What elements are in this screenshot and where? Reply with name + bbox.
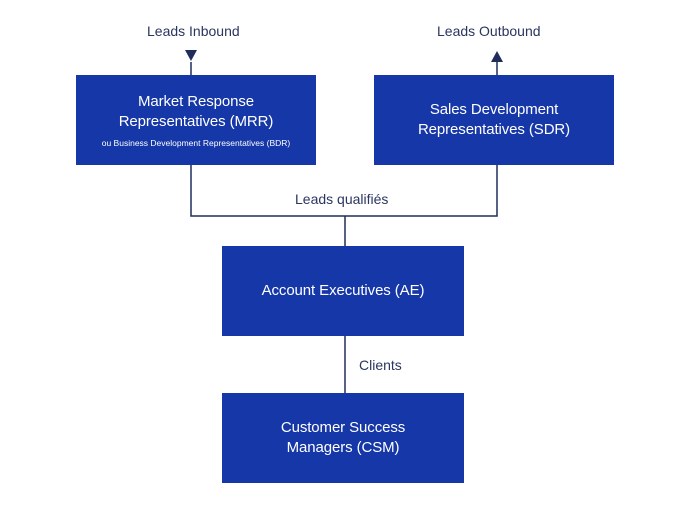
sdr-title-line2: Representatives (SDR) (417, 121, 571, 138)
csm-title-line1: Customer Success (280, 419, 406, 436)
mrr-subtitle: ou Business Development Representatives … (101, 137, 291, 148)
mrr-title-line1: Market Response (137, 92, 255, 110)
ae-box: Account Executives (AE) (222, 246, 464, 336)
sdr-title-line1: Sales Development (429, 101, 559, 118)
ae-title: Account Executives (AE) (261, 282, 425, 299)
mrr-title-line2: Representatives (MRR) (118, 112, 274, 130)
leads-inbound-label: Leads Inbound (147, 23, 240, 39)
inbound-arrow-icon (185, 50, 197, 61)
qualified-leads-connector (190, 165, 498, 217)
csm-title-line2: Managers (CSM) (286, 439, 400, 456)
leads-outbound-label: Leads Outbound (437, 23, 541, 39)
csm-box: Customer Success Managers (CSM) (222, 393, 464, 483)
clients-label: Clients (359, 357, 402, 373)
outbound-arrow-icon (491, 51, 503, 62)
mrr-box: Market Response Representatives (MRR) ou… (76, 75, 316, 165)
sdr-box: Sales Development Representatives (SDR) (374, 75, 614, 165)
leads-qualified-label: Leads qualifiés (295, 191, 389, 207)
